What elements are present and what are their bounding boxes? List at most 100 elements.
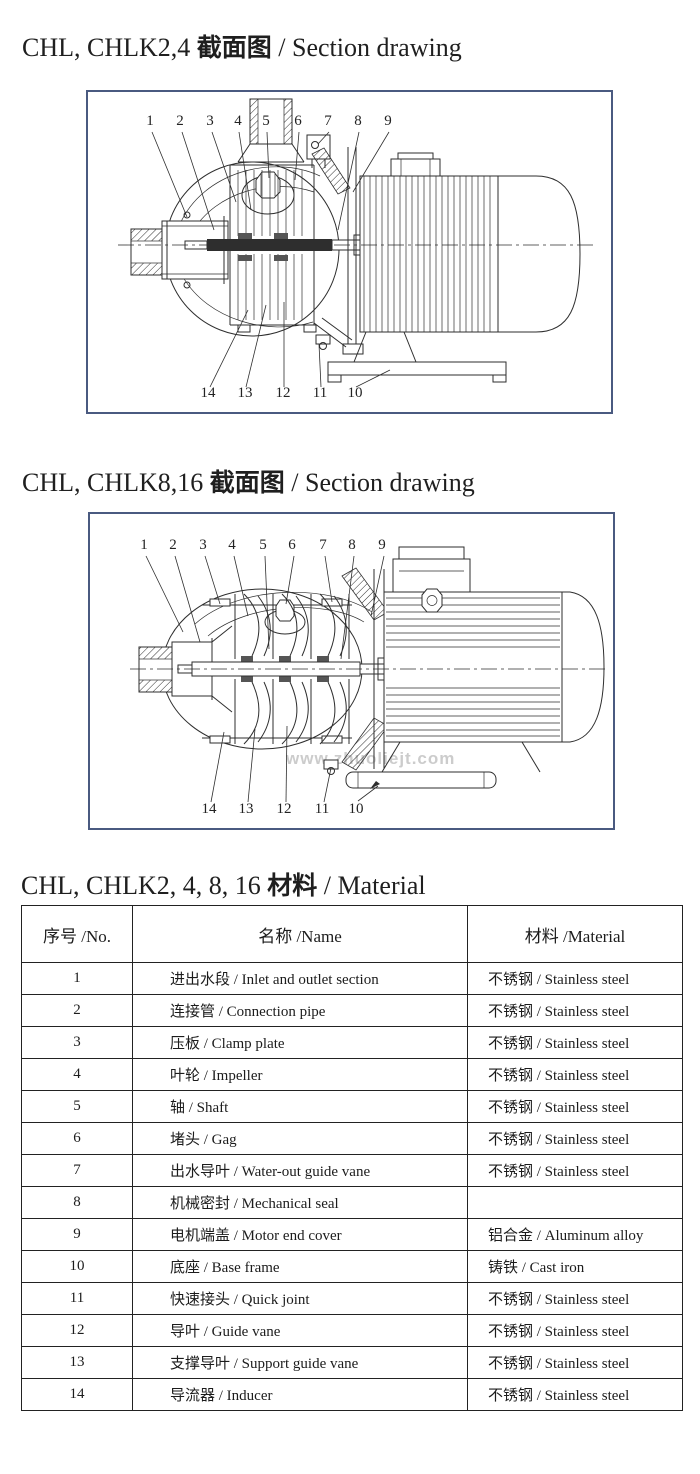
part-number-label: 3 xyxy=(206,113,214,129)
cell-name: 进出水段 / Inlet and outlet section xyxy=(132,962,468,995)
cell-no: 14 xyxy=(21,1378,133,1411)
cell-mat: 不锈钢 / Stainless steel xyxy=(467,1090,683,1123)
part-number-label: 2 xyxy=(169,537,177,553)
cell-no: 4 xyxy=(21,1058,133,1091)
cell-name: 连接管 / Connection pipe xyxy=(132,994,468,1027)
part-number-label: 3 xyxy=(199,537,207,553)
cell-mat: 不锈钢 / Stainless steel xyxy=(467,994,683,1027)
cell-mat: 不锈钢 / Stainless steel xyxy=(467,1154,683,1187)
cell-mat: 铝合金 / Aluminum alloy xyxy=(467,1218,683,1251)
cell-name: 叶轮 / Impeller xyxy=(132,1058,468,1091)
cell-mat: 不锈钢 / Stainless steel xyxy=(467,962,683,995)
part-number-label: 7 xyxy=(324,113,332,129)
part-number-label: 1 xyxy=(146,113,154,129)
part-number-label: 6 xyxy=(288,537,296,553)
cell-name: 快速接头 / Quick joint xyxy=(132,1282,468,1315)
cell-name: 压板 / Clamp plate xyxy=(132,1026,468,1059)
watermark: www.zhuoliejt.com xyxy=(285,749,455,768)
part-number-label: 13 xyxy=(238,385,253,401)
cell-mat: 不锈钢 / Stainless steel xyxy=(467,1026,683,1059)
cell-mat: 不锈钢 / Stainless steel xyxy=(467,1282,683,1315)
title1-en: / Section drawing xyxy=(271,33,462,62)
part-number-label: 9 xyxy=(378,537,386,553)
cell-name: 底座 / Base frame xyxy=(132,1250,468,1283)
part-number-label: 2 xyxy=(176,113,184,129)
casing-bolt xyxy=(264,599,306,635)
part-number-label: 7 xyxy=(319,537,327,553)
cell-no: 7 xyxy=(21,1154,133,1187)
cell-name: 导叶 / Guide vane xyxy=(132,1314,468,1347)
impeller-stack xyxy=(229,164,317,333)
cell-no: 2 xyxy=(21,994,133,1027)
title3-model: CHL, CHLK2, 4, 8, 16 xyxy=(21,871,268,900)
part-number-label: 9 xyxy=(384,113,392,129)
title3-en: / Material xyxy=(317,871,426,900)
section2-title: CHL, CHLK8,16 截面图 / Section drawing xyxy=(22,463,475,499)
part-number-label: 8 xyxy=(348,537,356,553)
part-number-label: 5 xyxy=(262,113,270,129)
inlet-and-connection-pipe xyxy=(130,216,229,284)
cell-no: 3 xyxy=(21,1026,133,1059)
part-number-label: 11 xyxy=(313,385,327,401)
impeller-stack xyxy=(234,593,350,745)
part-number-label: 4 xyxy=(234,113,242,129)
motor xyxy=(359,152,581,333)
cell-mat: 铸铁 / Cast iron xyxy=(467,1250,683,1283)
base-frame xyxy=(327,331,507,383)
section3-title: CHL, CHLK2, 4, 8, 16 材料 / Material xyxy=(21,866,426,902)
section-drawing-2-frame: www.zhuoliejt.com xyxy=(88,512,615,830)
cell-name: 电机端盖 / Motor end cover xyxy=(132,1218,468,1251)
header-material: 材料 /Material xyxy=(467,905,683,963)
terminal-box-nut xyxy=(421,588,443,613)
watermark-url: www.zhuoliejt.com xyxy=(285,749,455,768)
title1-model: CHL, CHLK2,4 xyxy=(22,33,197,62)
header-no: 序号 /No. xyxy=(21,905,133,963)
cell-mat xyxy=(467,1186,683,1219)
leader-lines xyxy=(145,555,385,803)
cell-no: 1 xyxy=(21,962,133,995)
part-number-label: 1 xyxy=(140,537,148,553)
part-number-label: 12 xyxy=(277,801,292,817)
table-header-row: 序号 /No. 名称 /Name 材料 /Material xyxy=(21,905,683,963)
cell-mat: 不锈钢 / Stainless steel xyxy=(467,1058,683,1091)
part-number-label: 11 xyxy=(315,801,329,817)
title2-model: CHL, CHLK8,16 xyxy=(22,468,210,497)
title2-cjk: 截面图 xyxy=(209,469,285,497)
part-number-label: 10 xyxy=(348,385,363,401)
top-discharge-port xyxy=(237,98,305,163)
cell-name: 支撑导叶 / Support guide vane xyxy=(132,1346,468,1379)
cell-no: 12 xyxy=(21,1314,133,1347)
motor xyxy=(383,546,605,743)
part-number-label: 13 xyxy=(239,801,254,817)
cell-name: 导流器 / Inducer xyxy=(132,1378,468,1411)
cell-no: 10 xyxy=(21,1250,133,1283)
cell-no: 6 xyxy=(21,1122,133,1155)
title2-en: / Section drawing xyxy=(284,468,475,497)
cell-name: 出水导叶 / Water-out guide vane xyxy=(132,1154,468,1187)
cell-no: 5 xyxy=(21,1090,133,1123)
part-number-label: 14 xyxy=(201,385,217,401)
part-number-label: 5 xyxy=(259,537,267,553)
header-name: 名称 /Name xyxy=(132,905,468,963)
section1-title: CHL, CHLK2,4 截面图 / Section drawing xyxy=(22,28,462,64)
leader-lines xyxy=(151,131,391,388)
quick-joint-clamp xyxy=(323,759,339,775)
cell-mat: 不锈钢 / Stainless steel xyxy=(467,1346,683,1379)
cell-mat: 不锈钢 / Stainless steel xyxy=(467,1122,683,1155)
terminal-box xyxy=(392,558,471,593)
